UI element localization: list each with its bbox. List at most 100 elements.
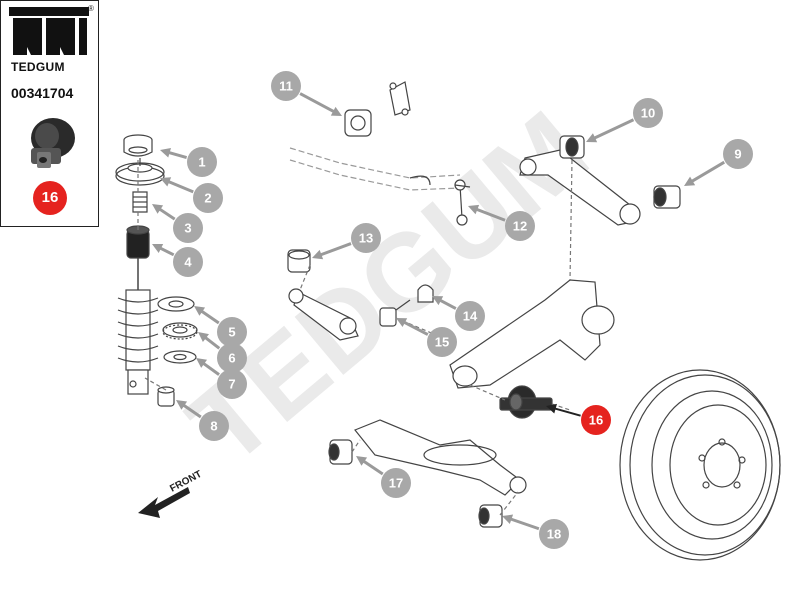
spacer-washer-part — [163, 350, 197, 364]
callout-circle — [199, 411, 229, 441]
callout-6: 6 — [198, 332, 247, 373]
callout-leader — [438, 298, 457, 310]
callout-circle — [723, 139, 753, 169]
callout-circle — [193, 183, 223, 213]
spring-seat-part — [115, 158, 165, 186]
lower-bush-18-part — [478, 504, 503, 528]
washer-part — [157, 296, 195, 312]
alignment-lines — [137, 159, 573, 516]
callout-1: 1 — [160, 147, 217, 177]
callout-circle — [633, 98, 663, 128]
callout-label: 9 — [734, 147, 741, 162]
callout-leader — [158, 246, 175, 257]
callout-leader — [199, 309, 220, 325]
callout-label: 16 — [589, 413, 603, 428]
callout-circle — [187, 147, 217, 177]
callout-11: 11 — [271, 71, 342, 116]
callout-label: 12 — [513, 219, 527, 234]
stabilizer-bar — [289, 147, 461, 191]
callout-leader — [157, 207, 176, 221]
callout-10: 10 — [586, 98, 663, 143]
product-info-panel: ® TEDGUM 00341704 16 — [0, 0, 99, 227]
callout-14: 14 — [432, 296, 485, 331]
callout-leader — [181, 403, 202, 419]
callout-8: 8 — [176, 400, 229, 441]
callout-label: 11 — [279, 79, 293, 94]
stabilizer-bushing-part — [344, 81, 411, 137]
callout-arrowhead-icon — [502, 514, 514, 524]
callout-13: 13 — [312, 223, 381, 260]
callout-label: 2 — [204, 191, 211, 206]
callout-arrowhead-icon — [152, 204, 164, 214]
callout-arrowhead-icon — [330, 106, 342, 116]
callout-label: 7 — [228, 377, 235, 392]
cap-14-part — [417, 284, 434, 303]
callout-arrowhead-icon — [468, 204, 480, 215]
callout-label: 10 — [641, 106, 655, 121]
callout-circle — [351, 223, 381, 253]
tedgum-logo-icon — [9, 7, 89, 55]
callout-label: 18 — [547, 527, 561, 542]
callout-circle — [455, 301, 485, 331]
bushing-thumbnail-icon — [31, 118, 75, 168]
trailing-link-part — [288, 288, 359, 341]
callout-circle — [217, 317, 247, 347]
callout-leader — [509, 517, 540, 531]
brand-name: TEDGUM — [11, 60, 65, 74]
callout-arrowhead-icon — [432, 296, 444, 306]
front-arrow-icon: FRONT — [138, 469, 204, 518]
lower-arm-part — [354, 419, 527, 496]
callout-arrowhead-icon — [312, 249, 324, 260]
callout-arrowhead-icon — [194, 306, 206, 316]
callout-circle — [217, 369, 247, 399]
callout-leader — [299, 92, 336, 114]
wheel-part — [619, 369, 781, 561]
callout-circle — [505, 211, 535, 241]
arm-bush-9-part — [653, 185, 681, 209]
callout-arrowhead-icon — [196, 358, 208, 368]
callout-12: 12 — [468, 204, 535, 241]
callout-circle — [581, 405, 611, 435]
callout-label: 1 — [198, 155, 205, 170]
callout-arrowhead-icon — [586, 133, 598, 143]
arm-bush-10-part — [559, 135, 585, 159]
callout-circle — [173, 213, 203, 243]
callout-arrowhead-icon — [396, 318, 408, 328]
highlighted-bushing-part — [499, 385, 553, 419]
lower-bush-17-part — [328, 439, 353, 465]
callout-circle — [217, 343, 247, 373]
callout-arrowhead-icon — [152, 244, 164, 253]
callout-arrowhead-icon — [684, 176, 696, 186]
callout-17: 17 — [356, 456, 411, 498]
callout-leader — [474, 207, 506, 222]
callout-5: 5 — [194, 306, 247, 347]
callout-leader — [166, 179, 194, 194]
bump-stop-part — [132, 191, 148, 213]
callout-arrowhead-icon — [198, 332, 209, 343]
top-mount-part — [123, 134, 153, 157]
dust-boot-part — [126, 225, 150, 259]
ball-joint-15-part — [379, 299, 411, 327]
callout-circle — [381, 468, 411, 498]
part-number: 00341704 — [11, 85, 74, 101]
stabilizer-link-part — [454, 179, 471, 226]
callout-label: 5 — [228, 325, 235, 340]
callout-circle — [271, 71, 301, 101]
callout-label: 14 — [463, 309, 478, 324]
callout-9: 9 — [684, 139, 753, 186]
callout-leader — [318, 242, 352, 257]
callout-arrowhead-icon — [546, 403, 557, 414]
callout-label: 17 — [389, 476, 403, 491]
callout-leader — [690, 160, 726, 184]
callout-label: 15 — [435, 335, 449, 350]
link-bush-13-part — [287, 249, 311, 273]
coil-spring-part — [117, 289, 159, 395]
callout-arrowhead-icon — [356, 456, 368, 466]
callout-leader — [201, 361, 220, 376]
callout-leader — [553, 407, 581, 417]
upper-arm-part — [519, 149, 641, 226]
callout-leader — [592, 118, 635, 140]
callout-2: 2 — [160, 177, 223, 213]
